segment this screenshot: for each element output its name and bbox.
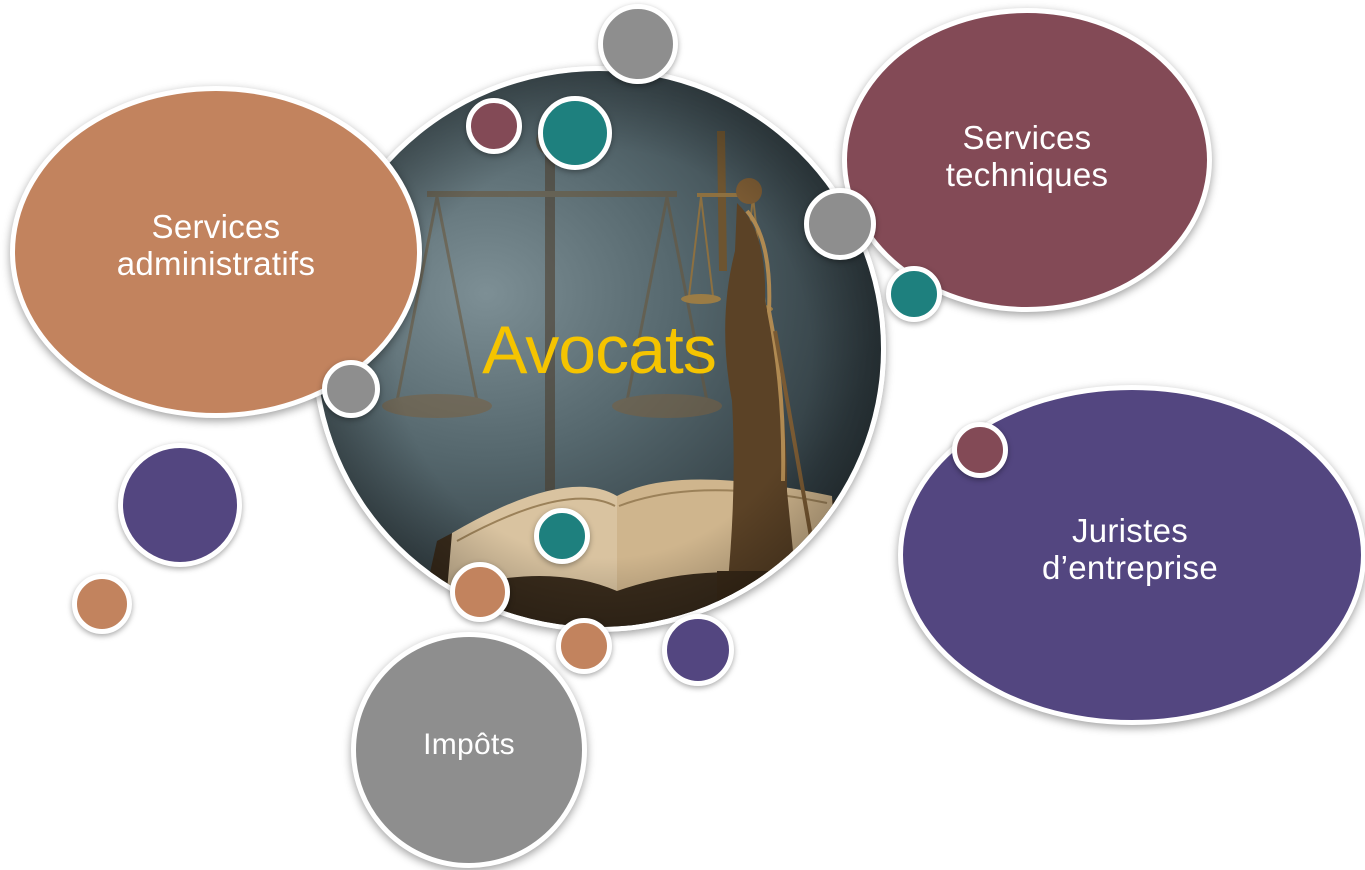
avocats-title: Avocats: [482, 312, 717, 388]
bubble-label-administratifs: Services administratifs: [116, 208, 316, 282]
bubble-label-juristes: Juristes d’entreprise: [1041, 512, 1219, 586]
dot-teal-right: [886, 266, 942, 322]
dot-teal-top: [538, 96, 612, 170]
justice-illustration: [317, 71, 881, 627]
dot-grey-right: [804, 188, 876, 260]
dot-tan-left: [72, 574, 132, 634]
bubble-services-techniques[interactable]: Services techniques: [842, 8, 1212, 312]
dot-teal-center: [534, 508, 590, 564]
dot-tan-bottom: [556, 618, 612, 674]
bubble-impots[interactable]: Impôts: [351, 632, 587, 868]
dot-maroon-top: [466, 98, 522, 154]
dot-maroon-juristes: [952, 422, 1008, 478]
dot-grey-left: [322, 360, 380, 418]
dot-grey-top: [598, 4, 678, 84]
bubble-label-techniques: Services techniques: [945, 119, 1109, 193]
dot-purple-left: [118, 443, 242, 567]
dot-tan-center: [450, 562, 510, 622]
dot-purple-bottom: [662, 614, 734, 686]
bubble-label-impots: Impôts: [423, 728, 515, 762]
